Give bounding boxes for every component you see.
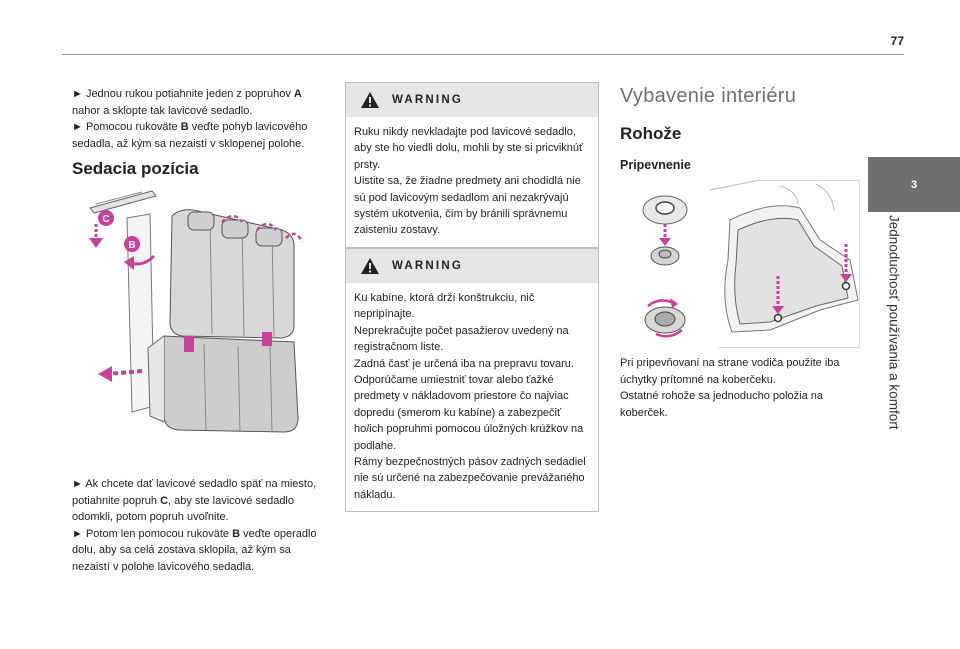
instruction-step: ► Ak chcete dať lavicové sedadlo späť na… (72, 478, 317, 523)
chapter-tab[interactable]: 3 (868, 157, 960, 212)
warning-header: WARNING (346, 249, 598, 283)
bench-seat-illustration: C B (72, 186, 327, 456)
warning-line: Zadná časť je určená iba na prepravu tov… (354, 357, 574, 370)
warning-line: Neprekračujte počet pasažierov uvedený n… (354, 324, 569, 354)
warning-line: Ku kabíne, ktorá drží konštrukciu, nič n… (354, 292, 535, 321)
chapter-title-text: Jednoduchosť používania a komfort (886, 215, 902, 430)
warning-body: Ku kabíne, ktorá drží konštrukciu, nič n… (346, 283, 598, 511)
outro-text: ► Ak chcete dať lavicové sedadlo späť na… (72, 476, 327, 575)
callout-c: C (102, 214, 109, 225)
warning-box-1: WARNING Ruku nikdy nevkladajte pod lavic… (345, 82, 599, 248)
warning-triangle-icon (361, 258, 379, 274)
section-title: Vybavenie interiéru (620, 85, 797, 107)
warning-line: Ruku nikdy nevkladajte pod lavicové seda… (354, 126, 584, 171)
warning-label: WARNING (392, 260, 463, 272)
floor-mat-illustration (620, 179, 861, 349)
warning-line: Odporúčame umiestniť tovar alebo ťažké p… (354, 374, 584, 452)
callout-b: B (128, 240, 135, 251)
warning-line: Uistite sa, že žiadne predmety ani chodi… (354, 175, 581, 237)
paragraph: Pri pripevňovaní na strane vodiča použit… (620, 357, 840, 386)
warning-triangle-icon (361, 92, 379, 108)
chapter-number: 3 (910, 178, 918, 191)
header-rule (62, 54, 904, 55)
page-number: 77 (890, 34, 904, 48)
topic-title: Pripevnenie (620, 158, 691, 172)
warning-box-2: WARNING Ku kabíne, ktorá drží konštrukci… (345, 248, 599, 513)
warning-label: WARNING (392, 94, 463, 106)
warning-line: Rámy bezpečnostných pásov zadných sedadi… (354, 456, 586, 501)
instruction-step: ► Potom len pomocou rukoväte B veďte ope… (72, 527, 317, 573)
section-heading-seating: Sedacia pozícia (72, 159, 199, 178)
instruction-step: ► Pomocou rukoväte B veďte pohyb lavicov… (72, 121, 308, 150)
warning-header: WARNING (346, 83, 598, 117)
subsection-title: Rohože (620, 124, 682, 143)
intro-text: ► Jednou rukou potiahnite jeden z popruh… (72, 86, 327, 152)
chapter-title: Jednoduchosť používania a komfort (879, 215, 909, 485)
instruction-step: ► Jednou rukou potiahnite jeden z popruh… (72, 88, 302, 117)
warning-body: Ruku nikdy nevkladajte pod lavicové seda… (346, 117, 598, 247)
paragraph: Ostatné rohože sa jednoducho položia na … (620, 390, 824, 419)
floor-mat-text: Pri pripevňovaní na strane vodiča použit… (620, 355, 860, 421)
